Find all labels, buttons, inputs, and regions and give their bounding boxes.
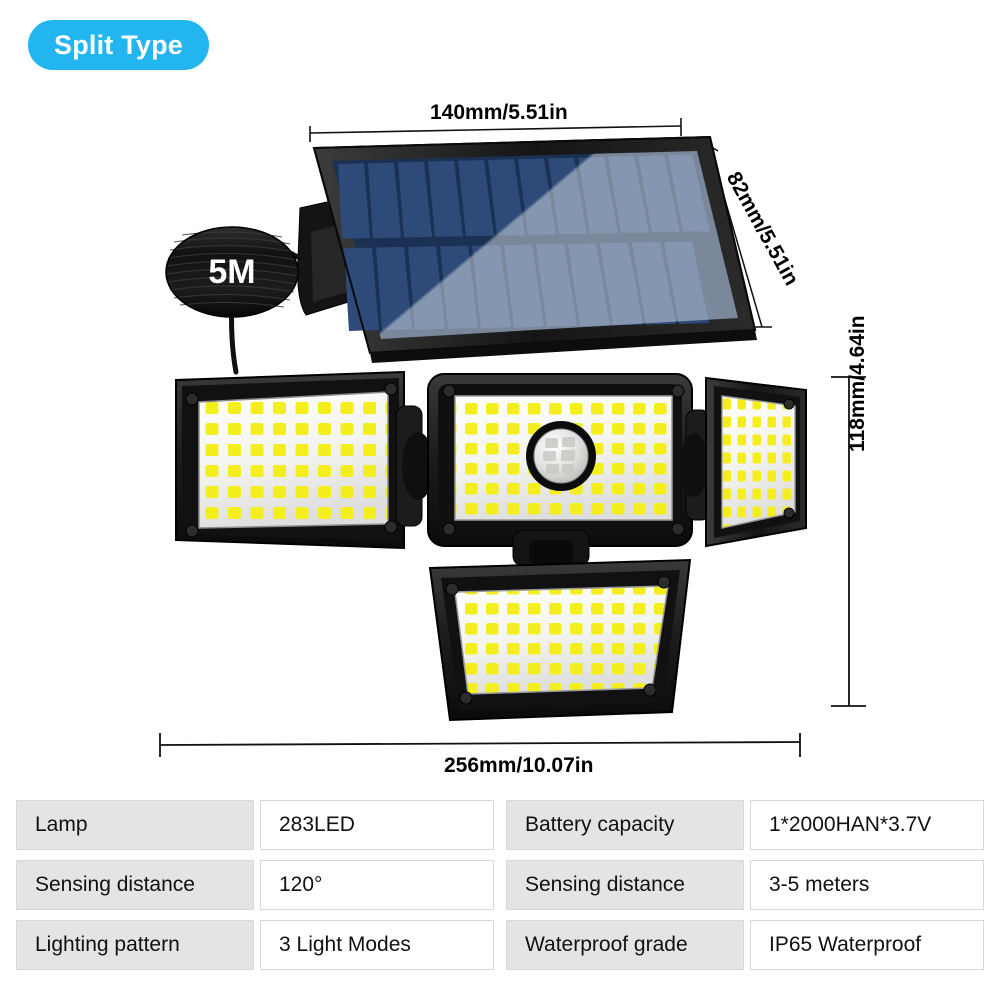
solar-panel-icon bbox=[297, 135, 757, 363]
spec-table: Lamp 283LED Sensing distance 120° Lighti… bbox=[16, 800, 984, 970]
spec-value: 3 Light Modes bbox=[260, 920, 494, 970]
dimension-label-top: 140mm/5.51in bbox=[430, 101, 568, 124]
motion-sensor-icon bbox=[526, 421, 596, 491]
spec-value: 120° bbox=[260, 860, 494, 910]
table-row: Waterproof grade IP65 Waterproof bbox=[506, 920, 984, 970]
cable-coil-label: 5M bbox=[208, 253, 255, 291]
led-head-bottom bbox=[428, 558, 692, 722]
dimension-line-width bbox=[159, 733, 801, 757]
dimension-line-height bbox=[831, 376, 866, 707]
corner-screws bbox=[442, 384, 685, 536]
corner-screws bbox=[783, 398, 795, 519]
dimension-label-width: 256mm/10.07in bbox=[444, 754, 594, 777]
spec-key: Battery capacity bbox=[506, 800, 744, 850]
led-head-left bbox=[175, 370, 405, 550]
hinge-right bbox=[680, 409, 711, 521]
cable-coil-icon: 5M bbox=[165, 226, 299, 318]
table-row: Lamp 283LED bbox=[16, 800, 494, 850]
table-row: Lighting pattern 3 Light Modes bbox=[16, 920, 494, 970]
led-head-center bbox=[427, 373, 693, 547]
spec-key: Sensing distance bbox=[16, 860, 254, 910]
dimension-line-top bbox=[309, 118, 682, 142]
hinge-left bbox=[395, 405, 434, 527]
product-illustration: 5M bbox=[159, 101, 869, 777]
dimension-label-height: 118mm/4.64in bbox=[846, 315, 869, 452]
corner-screws bbox=[445, 575, 671, 705]
spec-key: Lamp bbox=[16, 800, 254, 850]
table-row: Sensing distance 3-5 meters bbox=[506, 860, 984, 910]
spec-key: Sensing distance bbox=[506, 860, 744, 910]
table-row: Sensing distance 120° bbox=[16, 860, 494, 910]
spec-value: 3-5 meters bbox=[750, 860, 984, 910]
spec-value: 283LED bbox=[260, 800, 494, 850]
spec-value: 1*2000HAN*3.7V bbox=[750, 800, 984, 850]
spec-key: Lighting pattern bbox=[16, 920, 254, 970]
spec-column-right: Battery capacity 1*2000HAN*3.7V Sensing … bbox=[506, 800, 984, 970]
spec-column-left: Lamp 283LED Sensing distance 120° Lighti… bbox=[16, 800, 494, 970]
hinge-bottom bbox=[512, 529, 590, 567]
spec-key: Waterproof grade bbox=[506, 920, 744, 970]
led-head-right bbox=[705, 376, 807, 548]
corner-screws bbox=[185, 382, 398, 538]
split-type-badge: Split Type bbox=[28, 20, 210, 70]
table-row: Battery capacity 1*2000HAN*3.7V bbox=[506, 800, 984, 850]
spec-value: IP65 Waterproof bbox=[750, 920, 984, 970]
